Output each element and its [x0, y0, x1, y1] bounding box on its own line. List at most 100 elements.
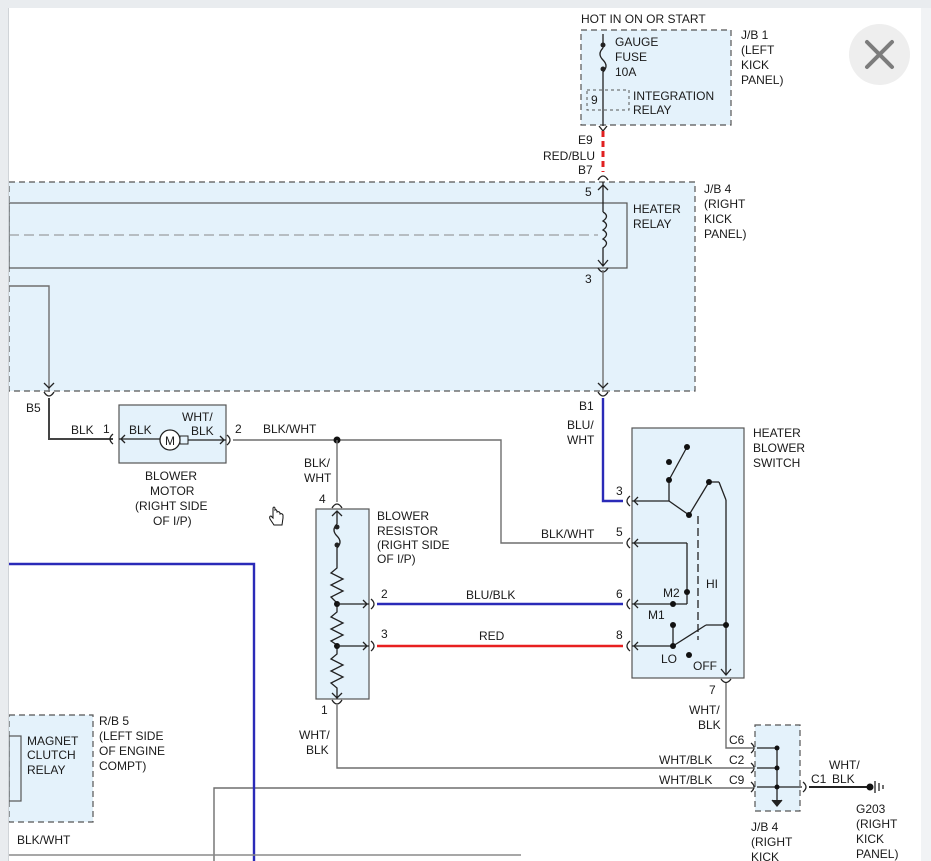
resistor-pin3-connector-icon [371, 641, 374, 651]
close-x-icon [864, 39, 895, 70]
resistor-pin-1: 1 [321, 703, 328, 717]
svg-text:(RIGHT: (RIGHT [704, 197, 746, 211]
svg-text:WHT/: WHT/ [689, 703, 720, 717]
relay-pin-3: 3 [585, 272, 592, 286]
svg-text:INTEGRATION: INTEGRATION [633, 89, 714, 103]
ground-icon [875, 781, 883, 793]
switch-off: OFF [693, 659, 717, 673]
switch-pin7-connector-icon [721, 679, 731, 683]
resistor-pin2-connector-icon [371, 599, 374, 609]
svg-text:BLOWER: BLOWER [145, 469, 197, 483]
svg-text:RELAY: RELAY [633, 103, 671, 117]
resistor-pin-2: 2 [381, 587, 388, 601]
switch-pin-7: 7 [709, 683, 716, 697]
switch-pin-connectors-icon [627, 496, 630, 651]
svg-text:G203: G203 [856, 802, 886, 816]
wire-label-blk: BLK [71, 423, 94, 437]
ground-label: G203 (RIGHT KICK PANEL) [856, 802, 898, 861]
motor-pin-2: 2 [235, 422, 242, 436]
jb4-label: J/B 4 (RIGHT KICK PANEL) [704, 182, 746, 241]
svg-text:(LEFT SIDE: (LEFT SIDE [99, 729, 163, 743]
relay-pin-5: 5 [585, 185, 592, 199]
top-supply-label: HOT IN ON OR START [581, 12, 706, 26]
switch-lo: LO [661, 652, 677, 666]
svg-text:BLOWER: BLOWER [377, 509, 429, 523]
e9-connector-icon [599, 126, 607, 131]
resistor-pin-3: 3 [381, 627, 388, 641]
svg-text:OF ENGINE: OF ENGINE [99, 744, 165, 758]
svg-text:(LEFT: (LEFT [741, 43, 775, 57]
svg-text:BLU/: BLU/ [567, 418, 594, 432]
connector-b1: B1 [579, 399, 594, 413]
svg-text:J/B 1: J/B 1 [741, 28, 769, 42]
connector-b7: B7 [578, 163, 593, 177]
motor-pin2-connector-icon [227, 435, 230, 445]
svg-text:R/B 5: R/B 5 [99, 714, 129, 728]
svg-text:BLK/: BLK/ [304, 456, 331, 470]
jb1-label: J/B 1 (LEFT KICK PANEL) [741, 28, 783, 87]
heater-blower-switch-label: HEATER BLOWER SWITCH [753, 426, 805, 470]
jb4-box [9, 182, 695, 391]
switch-m2: M2 [663, 586, 680, 600]
svg-text:BLK: BLK [191, 424, 214, 438]
svg-text:GAUGE: GAUGE [615, 35, 658, 49]
svg-text:HEATER: HEATER [753, 426, 801, 440]
switch-pin-3: 3 [616, 484, 623, 498]
c9-feed-wire [214, 788, 753, 861]
svg-text:10A: 10A [615, 65, 636, 79]
connector-c1: C1 [811, 772, 827, 786]
svg-text:WHT/: WHT/ [182, 410, 213, 424]
svg-text:BLOWER: BLOWER [753, 441, 805, 455]
svg-text:WHT: WHT [567, 433, 595, 447]
svg-text:BLK: BLK [832, 772, 855, 786]
switch-hi: HI [706, 577, 718, 591]
svg-text:MAGNET: MAGNET [27, 734, 79, 748]
connector-e9: E9 [578, 133, 593, 147]
resistor-pin4-connector-icon [332, 504, 342, 508]
svg-text:BLK: BLK [306, 743, 329, 757]
heater-blower-switch-box [632, 428, 744, 678]
wire-label-wht-blk-c2: WHT/BLK [659, 753, 712, 767]
connector-c9: C9 [729, 773, 745, 787]
svg-text:KICK: KICK [704, 212, 732, 226]
blower-motor-label: BLOWER MOTOR (RIGHT SIDE OF I/P) [135, 469, 207, 528]
svg-text:(RIGHT: (RIGHT [856, 817, 898, 831]
svg-text:(RIGHT SIDE: (RIGHT SIDE [377, 538, 449, 552]
wire-label-blu-blk: BLU/BLK [466, 588, 515, 602]
wire-label-wht-blk-c1: WHT/ BLK [829, 758, 860, 786]
jb4-bottom-label: J/B 4 (RIGHT KICK [751, 820, 793, 861]
motor-pin-1: 1 [103, 422, 110, 436]
svg-text:OF I/P): OF I/P) [377, 552, 416, 566]
svg-text:CLUTCH: CLUTCH [27, 748, 76, 762]
wire-label-blk-wht: BLK/WHT [263, 422, 317, 436]
wire-label-wht-blk-7: WHT/ BLK [689, 703, 721, 732]
wire-label-blu-wht: BLU/ WHT [567, 418, 595, 447]
resistor-pin1-connector-icon [332, 700, 342, 704]
b5-connector-icon [44, 392, 54, 396]
wire-label-red-blu: RED/BLU [543, 149, 595, 163]
relay-pin-9: 9 [591, 93, 598, 107]
svg-text:J/B 4: J/B 4 [751, 820, 779, 834]
switch-m1: M1 [648, 608, 665, 622]
svg-text:HEATER: HEATER [633, 202, 681, 216]
b1-connector-icon [598, 392, 608, 396]
svg-text:RELAY: RELAY [27, 763, 65, 777]
wire-label-wht-blk-c9: WHT/BLK [659, 773, 712, 787]
switch-pin-6: 6 [616, 587, 623, 601]
motor-symbol: M [165, 434, 175, 448]
close-button[interactable] [849, 24, 910, 85]
svg-text:(RIGHT: (RIGHT [751, 835, 793, 849]
diagram-sheet: HOT IN ON OR START J/B 1 (LEFT KICK PANE… [8, 8, 922, 861]
b7-connector-icon [598, 176, 608, 180]
scrollbar[interactable] [921, 8, 931, 861]
svg-text:KICK: KICK [856, 832, 884, 846]
hand-pointer-icon [270, 507, 283, 525]
svg-text:WHT: WHT [304, 471, 332, 485]
svg-text:KICK: KICK [741, 58, 769, 72]
svg-text:MOTOR: MOTOR [150, 484, 195, 498]
svg-text:OF I/P): OF I/P) [153, 514, 192, 528]
svg-text:SWITCH: SWITCH [753, 456, 800, 470]
svg-text:RELAY: RELAY [633, 217, 671, 231]
connector-c6: C6 [729, 733, 745, 747]
